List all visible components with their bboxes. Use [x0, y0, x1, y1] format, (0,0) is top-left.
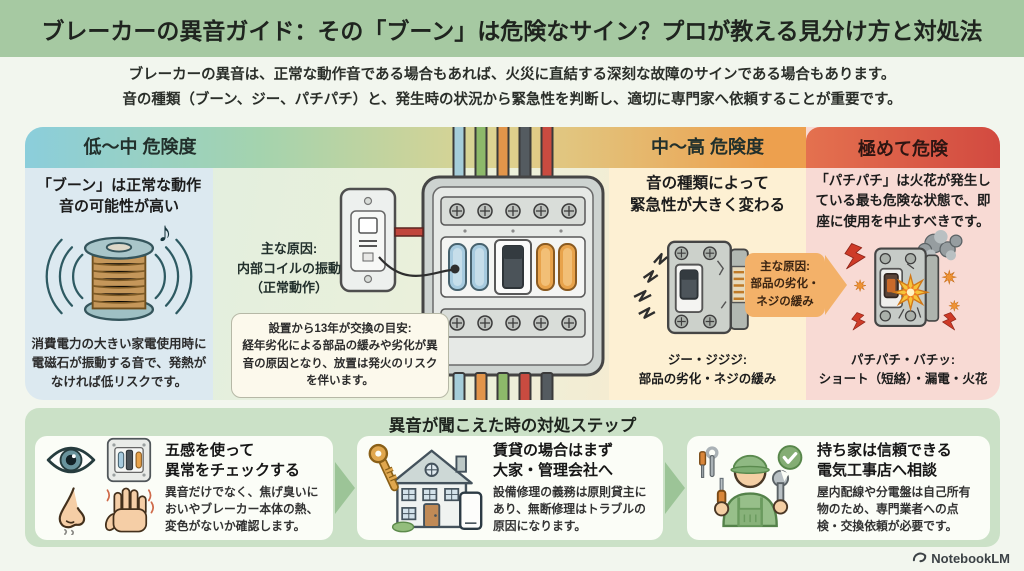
risk-comparison-section: 低〜中 危険度 中〜高 危険度 極めて危険 「ブーン」は正常な動作 音の可能性が… — [25, 127, 1000, 400]
low-mid-risk-header: 低〜中 危険度 — [83, 137, 197, 157]
low-mid-risk-panel: 「ブーン」は正常な動作 音の可能性が高い — [25, 127, 213, 400]
extreme-risk-caption: パチパチ・バチッ: ショート（短絡）・漏電・火花 — [818, 353, 988, 386]
tools-icon — [699, 445, 719, 478]
risk-gradient-band: 低〜中 危険度 中〜高 危険度 — [25, 127, 806, 168]
red-wire — [394, 227, 424, 237]
notebooklm-wordmark: NotebookLM — [931, 550, 1010, 566]
hand-icon — [104, 485, 154, 540]
mid-high-risk-panel: 音の種類によって 緊急性が大きく変わる — [609, 127, 806, 400]
notebooklm-logo-icon — [912, 549, 927, 567]
step-3-title: 持ち家は信頼できる 電気工事店へ相談 — [817, 441, 952, 479]
extreme-risk-title: 「パチパチ」は火花が発生している最も危険な状態で、即座に使用を中止すべきです。 — [815, 173, 991, 229]
check-badge-icon — [777, 444, 803, 470]
step-2-description: 設備修理の義務は原則貸主にあり、無断修理はトラブルの原因になります。 — [493, 485, 647, 534]
step-card-owned-home: 持ち家は信頼できる 電気工事店へ相談 屋内配線や分電盤は自己所有物のため、専門業… — [687, 436, 990, 540]
subtitle-line-2: 音の種類（ブーン、ジー、パチパチ）と、発生時の状況から緊急性を判断し、適切に専門… — [122, 92, 902, 109]
subtitle-line-1: ブレーカーの異音は、正常な動作音である場合もあれば、火災に直結する深刻な故障のサ… — [128, 67, 896, 83]
wall-switch-icon — [339, 187, 397, 293]
music-note-icon: ♪ — [158, 217, 172, 248]
step-1-description: 異音だけでなく、焦げ臭いにおいやブレーカー本体の熱、変色がないか確認します。 — [165, 485, 319, 534]
terminal-screws-bottom — [449, 315, 577, 331]
vibrating-coil-icon: ♪ — [39, 216, 199, 335]
replacement-note: 設置から13年が交換の目安: 経年劣化による部品の緩みや劣化が異音の原因となり、… — [231, 313, 449, 398]
low-mid-risk-title: 「ブーン」は正常な動作 音の可能性が高い — [36, 177, 202, 215]
step-arrow-icon — [665, 462, 685, 514]
center-cause-label: 主な原因: 内部コイルの振動 （正常動作） — [236, 241, 341, 295]
terminal-screws-top — [449, 203, 577, 219]
extreme-risk-header: 極めて危険 — [806, 127, 1000, 168]
page-title: ブレーカーの異音ガイド：その「ブーン」は危険なサイン？プロが教える見分け方と対処… — [41, 17, 983, 44]
lightning-bolts — [844, 243, 957, 331]
subtitle: ブレーカーの異音は、正常な動作音である場合もあれば、火災に直結する深刻な故障のサ… — [0, 63, 1024, 114]
nose-icon — [51, 485, 91, 540]
mid-high-risk-title: 音の種類によって 緊急性が大きく変わる — [629, 175, 785, 215]
small-sparks — [853, 269, 961, 313]
key-icon — [368, 443, 399, 491]
sparking-breaker-icon — [813, 225, 993, 347]
phone-icon — [459, 490, 483, 530]
notebooklm-branding: NotebookLM — [912, 549, 1010, 567]
wrench-icon — [771, 469, 790, 514]
mid-high-risk-header: 中〜高 危険度 — [650, 137, 764, 157]
low-mid-risk-description: 消費電力の大きい家電使用時に電磁石が振動する音で、発熱がなければ低リスクです。 — [31, 337, 207, 389]
step-arrow-icon — [335, 462, 355, 514]
step-card-rental: 賃貸の場合はまず 大家・管理会社へ 設備修理の義務は原則貸主にあり、無断修理はト… — [357, 436, 663, 540]
steps-section: 異音が聞こえた時の対処ステップ — [25, 408, 1000, 547]
pointer-line — [378, 256, 452, 277]
breaker-panel-illustration — [213, 127, 609, 400]
breaker-switches — [448, 239, 577, 295]
step-card-check-senses: 五感を使って 異常をチェックする 異音だけでなく、焦げ臭いにおいやブレーカー本体… — [35, 436, 333, 540]
eye-icon — [44, 441, 98, 484]
screwdriver-icon — [714, 477, 730, 516]
title-bar: ブレーカーの異音ガイド：その「ブーン」は危険なサイン？プロが教える見分け方と対処… — [0, 0, 1024, 57]
house-key-phone-icon — [365, 439, 485, 538]
electrician-icon — [695, 440, 809, 537]
mid-high-risk-caption: ジー・ジジジ: 部品の劣化・ネジの緩み — [638, 353, 777, 386]
center-diagram-panel: 主な原因: 内部コイルの振動 （正常動作） 設置から13年が交換の目安: 経年劣… — [213, 127, 609, 400]
mid-high-cause-callout: 主な原因: 部品の劣化・ ネジの緩み — [745, 253, 825, 317]
explosion-spark — [891, 272, 931, 312]
steps-header: 異音が聞こえた時の対処ステップ — [388, 417, 637, 435]
step-1-title: 五感を使って 異常をチェックする — [165, 441, 301, 479]
breaker-panel-icon — [106, 437, 152, 488]
step-2-title: 賃貸の場合はまず 大家・管理会社へ — [493, 441, 614, 479]
step-3-description: 屋内配線や分電盤は自己所有物のため、専門業者への点検・交換依頼が必要です。 — [817, 485, 971, 534]
